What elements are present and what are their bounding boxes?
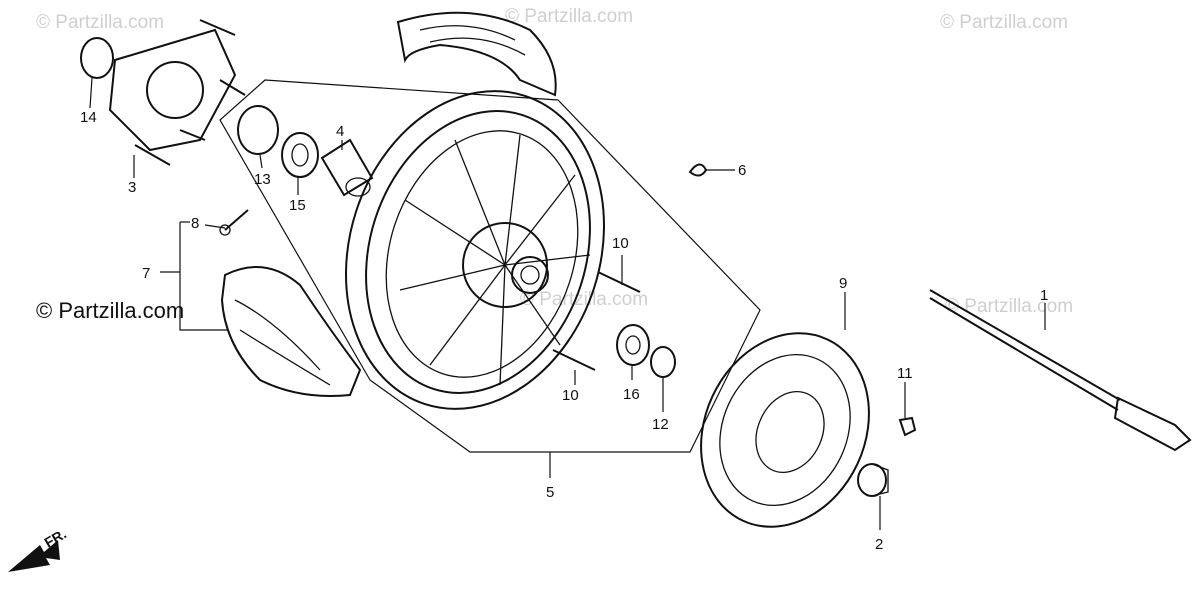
brake-disc-9-icon — [700, 332, 870, 528]
valve-8-icon — [219, 209, 249, 236]
callout-16: 16 — [623, 386, 640, 403]
callout-13: 13 — [254, 171, 271, 188]
bolt-11-icon — [898, 416, 917, 437]
stud-10-upper-icon — [597, 271, 641, 293]
callout-8: 8 — [191, 215, 199, 232]
leader-lines — [89, 77, 1046, 530]
watermark-top-center: © Partzilla.com — [505, 6, 633, 27]
spacer-4-icon — [320, 138, 374, 197]
callout-15: 15 — [289, 197, 306, 214]
o-ring-14-icon — [80, 37, 114, 79]
front-arrow-icon — [8, 540, 60, 572]
callout-3: 3 — [128, 179, 136, 196]
callout-14: 14 — [80, 109, 97, 126]
callout-12: 12 — [652, 416, 669, 433]
callout-11: 11 — [897, 365, 913, 382]
callout-7: 7 — [142, 265, 150, 282]
bearing-15-icon — [281, 132, 319, 178]
watermark-top-left: © Partzilla.com — [36, 12, 164, 33]
callout-4: 4 — [336, 123, 344, 140]
wheel-rim-icon — [345, 90, 605, 410]
direction-label: FR. — [42, 525, 70, 550]
callout-6: 6 — [738, 162, 746, 179]
stud-10-lower-icon — [552, 349, 596, 371]
seal-12-icon — [650, 346, 676, 378]
watermark-right: © Partzilla.com — [945, 296, 1073, 317]
axle-1-icon — [929, 289, 1192, 452]
clip-6-icon — [688, 163, 708, 177]
callout-1: 1 — [1040, 287, 1048, 304]
callout-10-lower: 10 — [562, 387, 579, 404]
credit-text: © Partzilla.com — [36, 298, 184, 323]
tire-lower-icon — [220, 266, 362, 397]
collar-2-icon — [857, 463, 889, 497]
bearing-16-icon — [616, 324, 650, 366]
callout-2: 2 — [875, 536, 883, 553]
assembly-outline — [219, 79, 761, 453]
watermark-center: © Partzilla.com — [520, 289, 648, 310]
tire-upper-icon — [396, 11, 557, 97]
watermark-top-right: © Partzilla.com — [940, 12, 1068, 33]
callout-9: 9 — [839, 275, 847, 292]
callout-10-upper: 10 — [612, 235, 629, 252]
callout-5: 5 — [546, 484, 554, 501]
o-ring-13-icon — [237, 105, 279, 155]
hub-flange-icon — [108, 19, 246, 166]
